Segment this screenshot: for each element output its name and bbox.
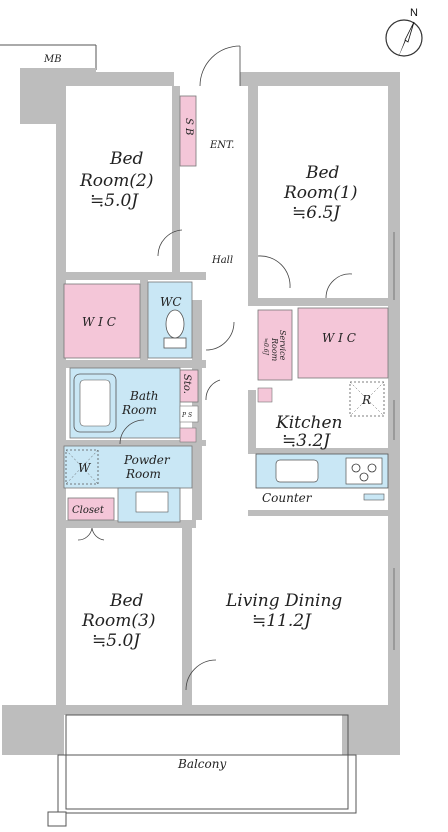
fridge-icon (349, 381, 385, 417)
service-room-size: ≒0.6J (262, 338, 269, 356)
balcony-label: Balcony (177, 757, 226, 771)
bath-room-line2: Room (121, 403, 157, 417)
washer-label: W (78, 461, 92, 475)
wic-right (297, 307, 389, 379)
bed-room-2-line2: Room(2) (79, 171, 153, 191)
powder-room-line2: Room (125, 467, 161, 481)
stove-icon (345, 457, 383, 485)
bed-room-1-line1: Bed (305, 163, 340, 183)
bed-room-1-size: ≒6.5J (292, 203, 341, 223)
pipe-space (179, 405, 199, 423)
meter-box-label: MB (43, 54, 62, 65)
bed-room-3-line2: Room(3) (81, 611, 155, 631)
bed-room-2-size: ≒5.0J (90, 191, 139, 211)
balcony-outline (47, 714, 357, 827)
sink-icon (275, 459, 319, 483)
living-dining-name: Living Dining (225, 591, 342, 611)
closet-label: Closet (72, 505, 105, 516)
service-room (257, 309, 293, 381)
shoe-box (179, 95, 197, 167)
kitchen-size: ≒3.2J (282, 431, 331, 451)
toilet-icon (163, 309, 187, 349)
bed-room-2-floor (66, 86, 172, 272)
shoe-box-label: S B (183, 118, 194, 135)
entrance-label: ENT. (209, 140, 234, 151)
compass-icon (385, 19, 423, 58)
powder-room-line1: Powder (123, 453, 171, 467)
pipe-space-label: P S (181, 412, 192, 419)
bed-room-3-line1: Bed (109, 591, 144, 611)
bath-room-line1: Bath (129, 389, 159, 403)
wc-label: WC (160, 295, 182, 309)
wic-left (63, 283, 141, 359)
hall-label: Hall (211, 255, 233, 266)
door-swings (77, 45, 353, 691)
closet (67, 497, 115, 521)
wic-right-label: W I C (322, 331, 356, 345)
bed-room-1-line2: Room(1) (283, 183, 357, 203)
fridge-label: R (361, 393, 371, 407)
kitchen-name: Kitchen (275, 413, 342, 433)
service-room-line1: Service (278, 330, 287, 361)
meter-box (0, 44, 97, 74)
bed-room-3-size: ≒5.0J (92, 631, 141, 651)
storage-label: Sto. (181, 374, 192, 394)
bed-room-2-line1: Bed (109, 149, 144, 169)
living-dining-size: ≒11.2J (252, 611, 312, 631)
compass-north-label: N (410, 7, 418, 19)
service-room-line2: Room (270, 337, 279, 362)
wic-left-label: W I C (82, 315, 116, 329)
counter-label: Counter (262, 491, 313, 505)
washbasin-icon (135, 491, 169, 513)
washer-icon (65, 449, 99, 485)
